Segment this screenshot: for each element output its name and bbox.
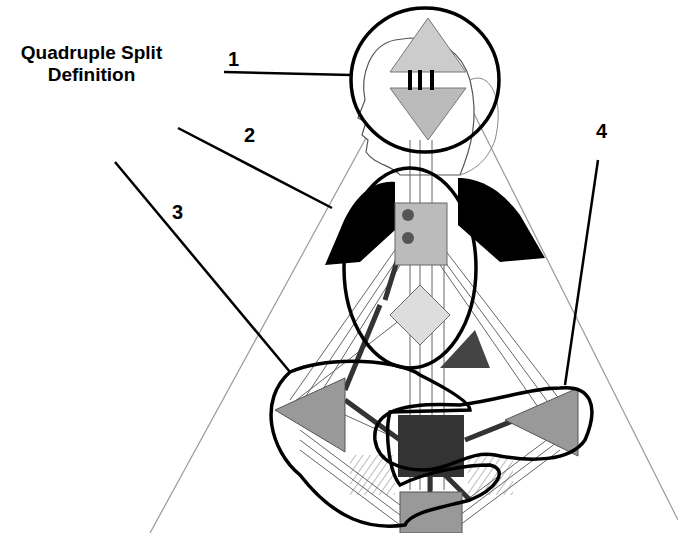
callout-number: 3 (172, 201, 183, 224)
callout-number: 4 (596, 120, 607, 143)
figure-title-label: Quadruple Split Definition (4, 42, 179, 86)
callout-number: 2 (244, 124, 255, 147)
callout-number: 1 (228, 48, 239, 71)
